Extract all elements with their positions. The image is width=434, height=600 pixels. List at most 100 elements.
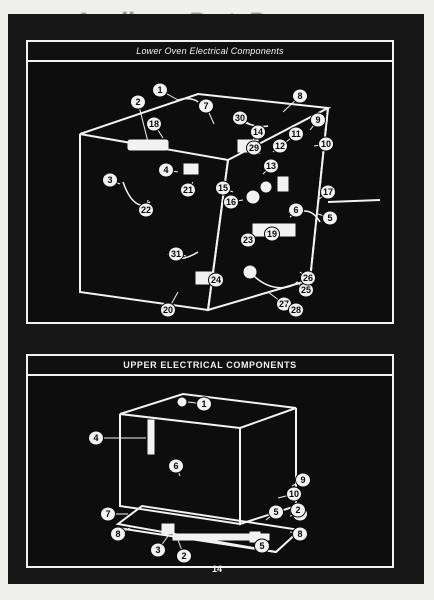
svg-text:21: 21	[183, 185, 193, 195]
svg-text:2: 2	[181, 551, 186, 561]
upper-callout-4: 4	[88, 430, 146, 446]
lower-callout-28: 28	[283, 301, 304, 318]
thermostat-knob	[260, 181, 272, 193]
lower-callout-6: 6	[287, 202, 304, 218]
lower-callout-26: 26	[299, 270, 316, 286]
upper-callout-3: 3	[150, 535, 169, 558]
svg-text:25: 25	[301, 285, 311, 295]
svg-text:5: 5	[259, 541, 264, 551]
svg-text:24: 24	[211, 275, 221, 285]
svg-text:27: 27	[279, 299, 289, 309]
page-number: 14	[211, 564, 222, 574]
upper-callout-8: 8	[110, 526, 131, 542]
lower-callout-2: 2	[130, 94, 149, 143]
lower-callout-18: 18	[146, 116, 164, 139]
upper-callouts: 146310725872895	[88, 396, 311, 564]
parts-sheet: Lower Oven Electrical Components	[8, 14, 424, 584]
svg-text:31: 31	[171, 249, 181, 259]
upper-electrical-panel: UPPER ELECTRICAL COMPONENTS 14631072587	[26, 354, 394, 568]
svg-text:26: 26	[303, 273, 313, 283]
lower-callout-31: 31	[168, 246, 187, 262]
lower-callout-3: 3	[102, 172, 121, 188]
cabinet-side	[206, 107, 329, 312]
lower-callout-11: 11	[285, 126, 304, 143]
lower-callout-30: 30	[232, 110, 251, 126]
svg-text:12: 12	[275, 141, 285, 151]
lower-callout-22: 22	[138, 199, 154, 218]
lower-callout-10: 10	[313, 136, 334, 152]
lower-callout-1: 1	[152, 82, 179, 101]
svg-text:4: 4	[163, 165, 168, 175]
lower-callout-13: 13	[262, 158, 279, 175]
svg-text:17: 17	[323, 187, 333, 197]
upper-callout-8: 8	[289, 526, 308, 542]
svg-text:15: 15	[218, 183, 228, 193]
svg-text:16: 16	[226, 197, 236, 207]
svg-text:2: 2	[295, 505, 300, 515]
lower-callout-4: 4	[158, 162, 179, 178]
lower-cabinet-outline	[79, 92, 381, 312]
svg-text:28: 28	[291, 305, 301, 315]
lower-callout-25: 25	[295, 281, 314, 298]
lower-callout-15: 15	[215, 180, 234, 196]
upper-cabinet-outline	[115, 392, 303, 554]
upper-callout-6: 6	[168, 458, 184, 477]
thermostat	[246, 190, 260, 204]
lower-callout-20: 20	[160, 291, 179, 318]
lower-callout-7: 7	[198, 98, 215, 125]
lower-panel-title: Lower Oven Electrical Components	[28, 42, 392, 62]
lower-callout-24: 24	[203, 272, 224, 288]
svg-text:30: 30	[235, 113, 245, 123]
svg-text:9: 9	[315, 115, 320, 125]
svg-text:20: 20	[163, 305, 173, 315]
svg-text:29: 29	[249, 143, 259, 153]
lower-callout-27: 27	[267, 291, 292, 312]
broil-element	[172, 533, 270, 541]
svg-text:8: 8	[297, 529, 302, 539]
svg-text:2: 2	[135, 97, 140, 107]
upper-callout-1: 1	[187, 396, 212, 412]
lower-callout-29: 29	[246, 140, 262, 156]
svg-text:6: 6	[293, 205, 298, 215]
lower-callout-5: 5	[317, 210, 338, 226]
upper-callout-10: 10	[277, 486, 302, 502]
lower-callout-12: 12	[272, 138, 288, 154]
upper-callout-2: 2	[289, 502, 306, 518]
svg-text:8: 8	[115, 529, 120, 539]
upper-switch	[249, 531, 261, 543]
upper-cabinet-side	[239, 408, 297, 526]
lower-callout-19: 19	[264, 226, 280, 242]
lower-callout-14: 14	[250, 124, 266, 141]
svg-text:22: 22	[141, 205, 151, 215]
svg-text:1: 1	[157, 85, 162, 95]
svg-text:4: 4	[93, 433, 98, 443]
svg-text:10: 10	[321, 139, 331, 149]
lower-callout-8: 8	[282, 88, 308, 113]
svg-text:19: 19	[267, 229, 277, 239]
upper-callout-5: 5	[265, 504, 284, 521]
lower-callout-9: 9	[309, 112, 326, 131]
svg-text:3: 3	[107, 175, 112, 185]
lower-callout-23: 23	[240, 231, 256, 248]
upper-callout-7: 7	[100, 506, 128, 522]
switch	[277, 176, 289, 192]
svg-text:23: 23	[243, 235, 253, 245]
svg-text:5: 5	[273, 507, 278, 517]
lower-callout-16: 16	[223, 194, 244, 210]
svg-text:5: 5	[327, 213, 332, 223]
lower-oven-panel: Lower Oven Electrical Components	[26, 40, 394, 324]
lower-callout-17: 17	[317, 184, 336, 201]
svg-text:10: 10	[289, 489, 299, 499]
clock	[183, 163, 199, 175]
svg-text:9: 9	[300, 475, 305, 485]
upper-oven-diagram: 146310725872895	[88, 392, 311, 564]
svg-text:7: 7	[203, 101, 208, 111]
upper-components	[147, 397, 270, 543]
svg-text:18: 18	[149, 119, 159, 129]
svg-text:13: 13	[266, 161, 276, 171]
upper-panel-title: UPPER ELECTRICAL COMPONENTS	[28, 356, 392, 376]
svg-text:3: 3	[155, 545, 160, 555]
